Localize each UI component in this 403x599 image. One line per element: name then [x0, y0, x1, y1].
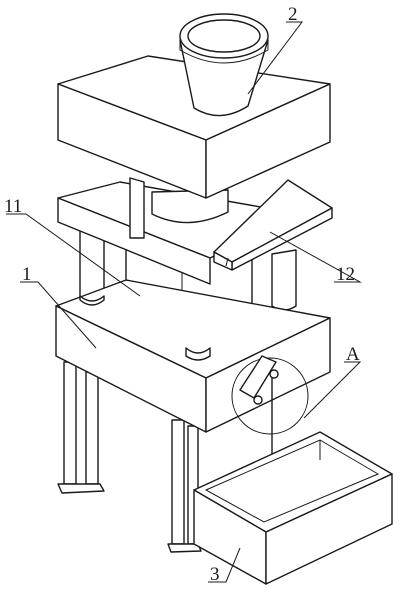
callout-cylinder: 11 [4, 196, 22, 217]
callout-plate: 12 [336, 264, 355, 285]
callout-tray: 3 [210, 564, 220, 585]
collection-tray [193, 431, 393, 585]
leader-lines [6, 21, 362, 583]
callout-detail: A [346, 344, 360, 365]
detail-lever [231, 355, 309, 461]
rear-legs [57, 361, 202, 553]
callout-hopper: 2 [288, 4, 298, 25]
callout-press: 1 [22, 264, 32, 285]
hopper [179, 13, 269, 117]
